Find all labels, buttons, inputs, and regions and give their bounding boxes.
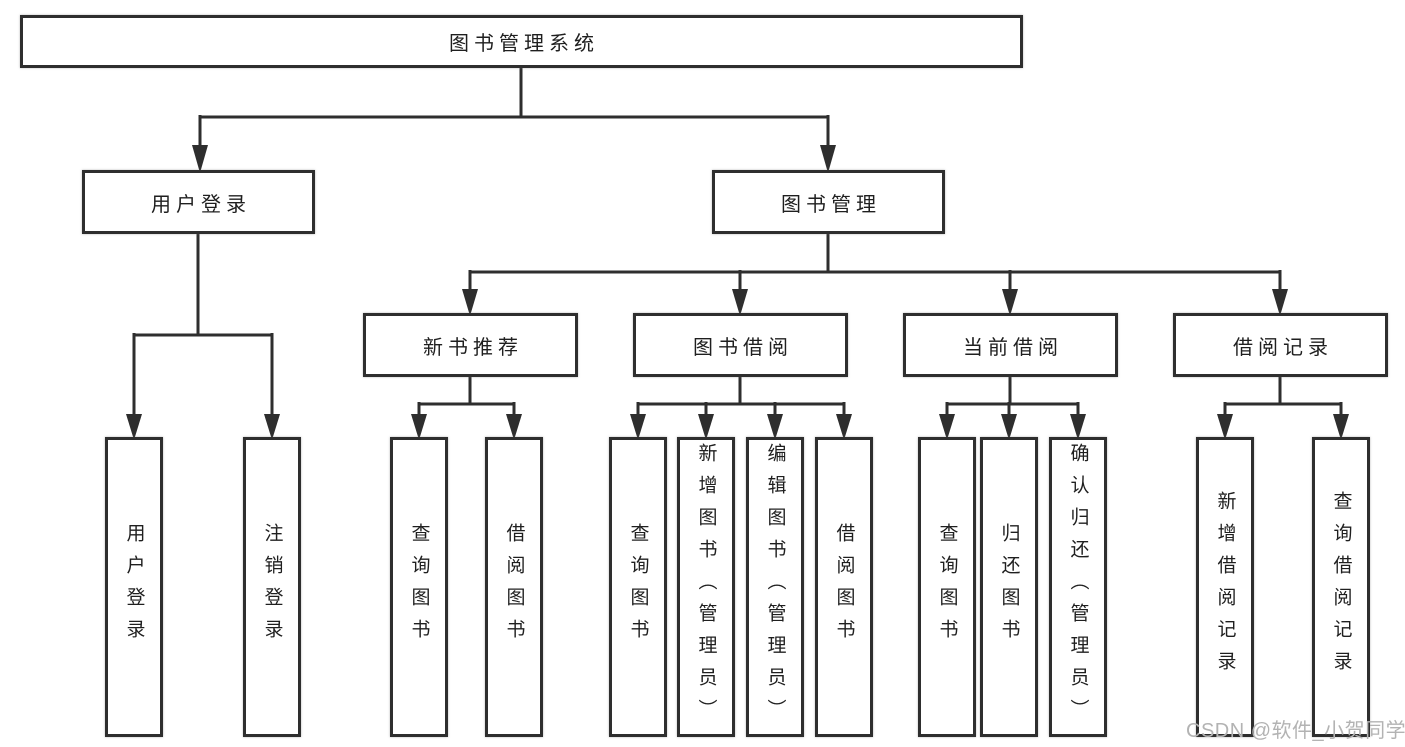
- connector-current-borrow: [945, 377, 1080, 416]
- leaf-label: 编辑图书（管理员）: [764, 443, 786, 731]
- leaf-label: 借阅图书: [503, 523, 525, 651]
- leaf-label: 新增借阅记录: [1214, 491, 1236, 683]
- leaf-logout: 注销登录: [243, 437, 301, 737]
- leaf-return-book: 归还图书: [980, 437, 1038, 737]
- connector-borrow-records: [1223, 377, 1343, 416]
- leaf-query-borrow-record: 查询借阅记录: [1312, 437, 1370, 737]
- leaf-edit-book-admin: 编辑图书（管理员）: [746, 437, 804, 737]
- node-new-book-recommend: 新书推荐: [363, 313, 578, 377]
- leaf-label: 新增图书（管理员）: [695, 443, 717, 731]
- leaf-label: 注销登录: [261, 523, 283, 651]
- arrowheads-new-book-recommend: [411, 414, 522, 440]
- connector-new-book-recommend: [417, 377, 516, 416]
- node-root: 图书管理系统: [20, 15, 1023, 68]
- node-book-borrow: 图书借阅: [633, 313, 848, 377]
- connector-book-borrow: [636, 377, 846, 416]
- leaf-query-books-current: 查询图书: [918, 437, 976, 737]
- leaf-confirm-return-admin: 确认归还（管理员）: [1049, 437, 1107, 737]
- arrowheads-user-login-group: [126, 414, 280, 440]
- leaf-label: 用户登录: [123, 523, 145, 651]
- arrowheads-root: [192, 145, 836, 173]
- leaf-label: 借阅图书: [833, 523, 855, 651]
- node-current-borrow: 当前借阅: [903, 313, 1118, 377]
- connector-root: [198, 68, 830, 147]
- arrowheads-current-borrow: [939, 414, 1086, 440]
- arrowheads-borrow-records: [1217, 414, 1349, 440]
- leaf-add-book-admin: 新增图书（管理员）: [677, 437, 735, 737]
- leaf-label: 查询借阅记录: [1330, 491, 1352, 683]
- node-borrow-records: 借阅记录: [1173, 313, 1388, 377]
- leaf-label: 查询图书: [936, 523, 958, 651]
- leaf-label: 归还图书: [998, 523, 1020, 651]
- leaf-query-books-recommend: 查询图书: [390, 437, 448, 737]
- leaf-borrow-books: 借阅图书: [815, 437, 873, 737]
- watermark-text: CSDN @软件_小贺同学: [1186, 720, 1405, 742]
- leaf-label: 查询图书: [627, 523, 649, 651]
- connector-book-management: [468, 234, 1282, 291]
- node-user-login: 用户登录: [82, 170, 315, 234]
- leaf-user-login: 用户登录: [105, 437, 163, 737]
- leaf-label: 确认归还（管理员）: [1067, 443, 1089, 731]
- connector-user-login-group: [132, 234, 274, 416]
- leaf-query-books-borrow: 查询图书: [609, 437, 667, 737]
- leaf-add-borrow-record: 新增借阅记录: [1196, 437, 1254, 737]
- leaf-label: 查询图书: [408, 523, 430, 651]
- arrowheads-book-management: [462, 289, 1288, 316]
- node-book-management: 图书管理: [712, 170, 945, 234]
- leaf-borrow-books-recommend: 借阅图书: [485, 437, 543, 737]
- arrowheads-book-borrow: [630, 414, 852, 440]
